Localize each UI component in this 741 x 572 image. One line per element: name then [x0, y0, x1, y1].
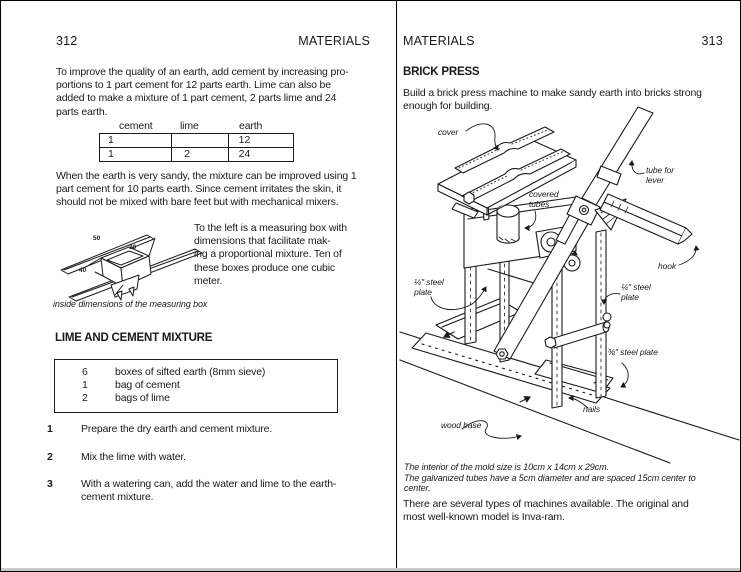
table-cell: [171, 134, 227, 147]
lever-tube: [567, 107, 653, 225]
ingredient-name: bags of lime: [115, 392, 170, 404]
measuring-box-caption: inside dimensions of the measuring box: [53, 299, 208, 309]
page-number-left: 312: [56, 34, 78, 48]
paragraph-machine-types: There are several types of machines avai…: [403, 498, 689, 524]
ingredient-row: 1 bag of cement: [55, 379, 337, 392]
step-text: Mix the lime with water.: [81, 451, 186, 463]
hook-channel: [600, 194, 692, 244]
table-cell: 12: [227, 134, 293, 147]
step-number: 3: [47, 478, 53, 490]
section-heading-brick-press: BRICK PRESS: [403, 66, 480, 78]
scan-edge-artifact: [1, 568, 740, 571]
ingredient-row: 2 bags of lime: [55, 392, 337, 405]
figure-label-steel-plate-38: ⅜" steel plate: [608, 347, 658, 357]
figure-label-hook: hook: [658, 261, 677, 271]
figure-label-steel-plate-left: ¼" steel plate: [414, 277, 444, 297]
table-row: 1 2 24: [100, 147, 293, 161]
table-cell: 1: [108, 134, 114, 146]
step-text: With a watering can, add the water and l…: [81, 478, 337, 504]
dimension-label-40: 40: [79, 267, 87, 274]
page-312: 312 MATERIALS To improve the quality of …: [1, 1, 397, 571]
page-header-left: 312 MATERIALS: [56, 34, 370, 48]
table-header-lime: lime: [180, 120, 199, 132]
paragraph-sandy-earth: When the earth is very sandy, the mixtur…: [56, 170, 357, 209]
table-row: 1 12: [100, 134, 293, 147]
step-row: 3 With a watering can, add the water and…: [47, 478, 359, 504]
ingredient-qty: 6: [82, 366, 88, 378]
page-header-right: MATERIALS 313: [403, 34, 723, 48]
ingredient-row: 6 boxes of sifted earth (8mm sieve): [55, 366, 337, 379]
table-cell: 2: [171, 148, 227, 161]
step-text: Prepare the dry earth and cement mixture…: [81, 423, 273, 435]
table-body: 1 12 1 2 24: [99, 133, 294, 162]
running-head-left: MATERIALS: [298, 34, 370, 48]
brick-press-illustration: [398, 111, 739, 463]
figure-label-nails: nails: [583, 404, 600, 414]
ingredient-qty: 2: [82, 392, 88, 404]
measuring-box-illustration: [59, 225, 209, 303]
mixture-ratio-table: cement lime earth 1 12 1 2 24: [99, 120, 294, 162]
step-row: 2 Mix the lime with water.: [47, 451, 359, 464]
section-heading-lime-cement: LIME AND CEMENT MIXTURE: [55, 332, 213, 344]
table-header-row: cement lime earth: [99, 120, 294, 133]
measuring-box-side-text: To the left is a measuring box with dime…: [194, 222, 347, 287]
table-cell: 24: [227, 148, 293, 161]
step-number: 2: [47, 451, 53, 463]
dimension-label-50: 50: [93, 235, 101, 242]
ingredient-qty: 1: [82, 379, 88, 391]
step-number: 1: [47, 423, 53, 435]
paragraph-brick-press-intro: Build a brick press machine to make sand…: [403, 87, 702, 113]
running-head-right: MATERIALS: [403, 34, 475, 48]
ingredient-name: bag of cement: [115, 379, 180, 391]
ingredient-name: boxes of sifted earth (8mm sieve): [115, 366, 266, 378]
press-cover: [438, 127, 576, 218]
leader-arrows: [431, 124, 700, 441]
page-313: MATERIALS 313 BRICK PRESS Build a brick …: [398, 1, 741, 571]
mold-dimensions-caption: The interior of the mold size is 10cm x …: [404, 462, 696, 493]
dimension-label-30: 30: [129, 244, 137, 251]
figure-label-wood-base: wood base: [441, 420, 482, 430]
ingredients-box: 6 boxes of sifted earth (8mm sieve) 1 ba…: [54, 359, 338, 413]
covered-tube-cylinder: [497, 205, 519, 243]
figure-label-tube-for-lever: tube for lever: [646, 165, 675, 185]
step-row: 1 Prepare the dry earth and cement mixtu…: [47, 423, 359, 436]
table-header-earth: earth: [239, 120, 263, 132]
page-number-right: 313: [701, 34, 723, 48]
paragraph-cement-proportions: To improve the quality of an earth, add …: [56, 66, 349, 118]
figure-label-cover: cover: [438, 127, 459, 137]
table-header-cement: cement: [119, 120, 153, 132]
leg-eyelet: [603, 313, 611, 328]
figure-label-covered-tubes: covered tubes: [529, 189, 559, 209]
table-cell: 1: [108, 148, 114, 160]
figure-label-steel-plate-right: ¼" steel plate: [621, 282, 651, 302]
